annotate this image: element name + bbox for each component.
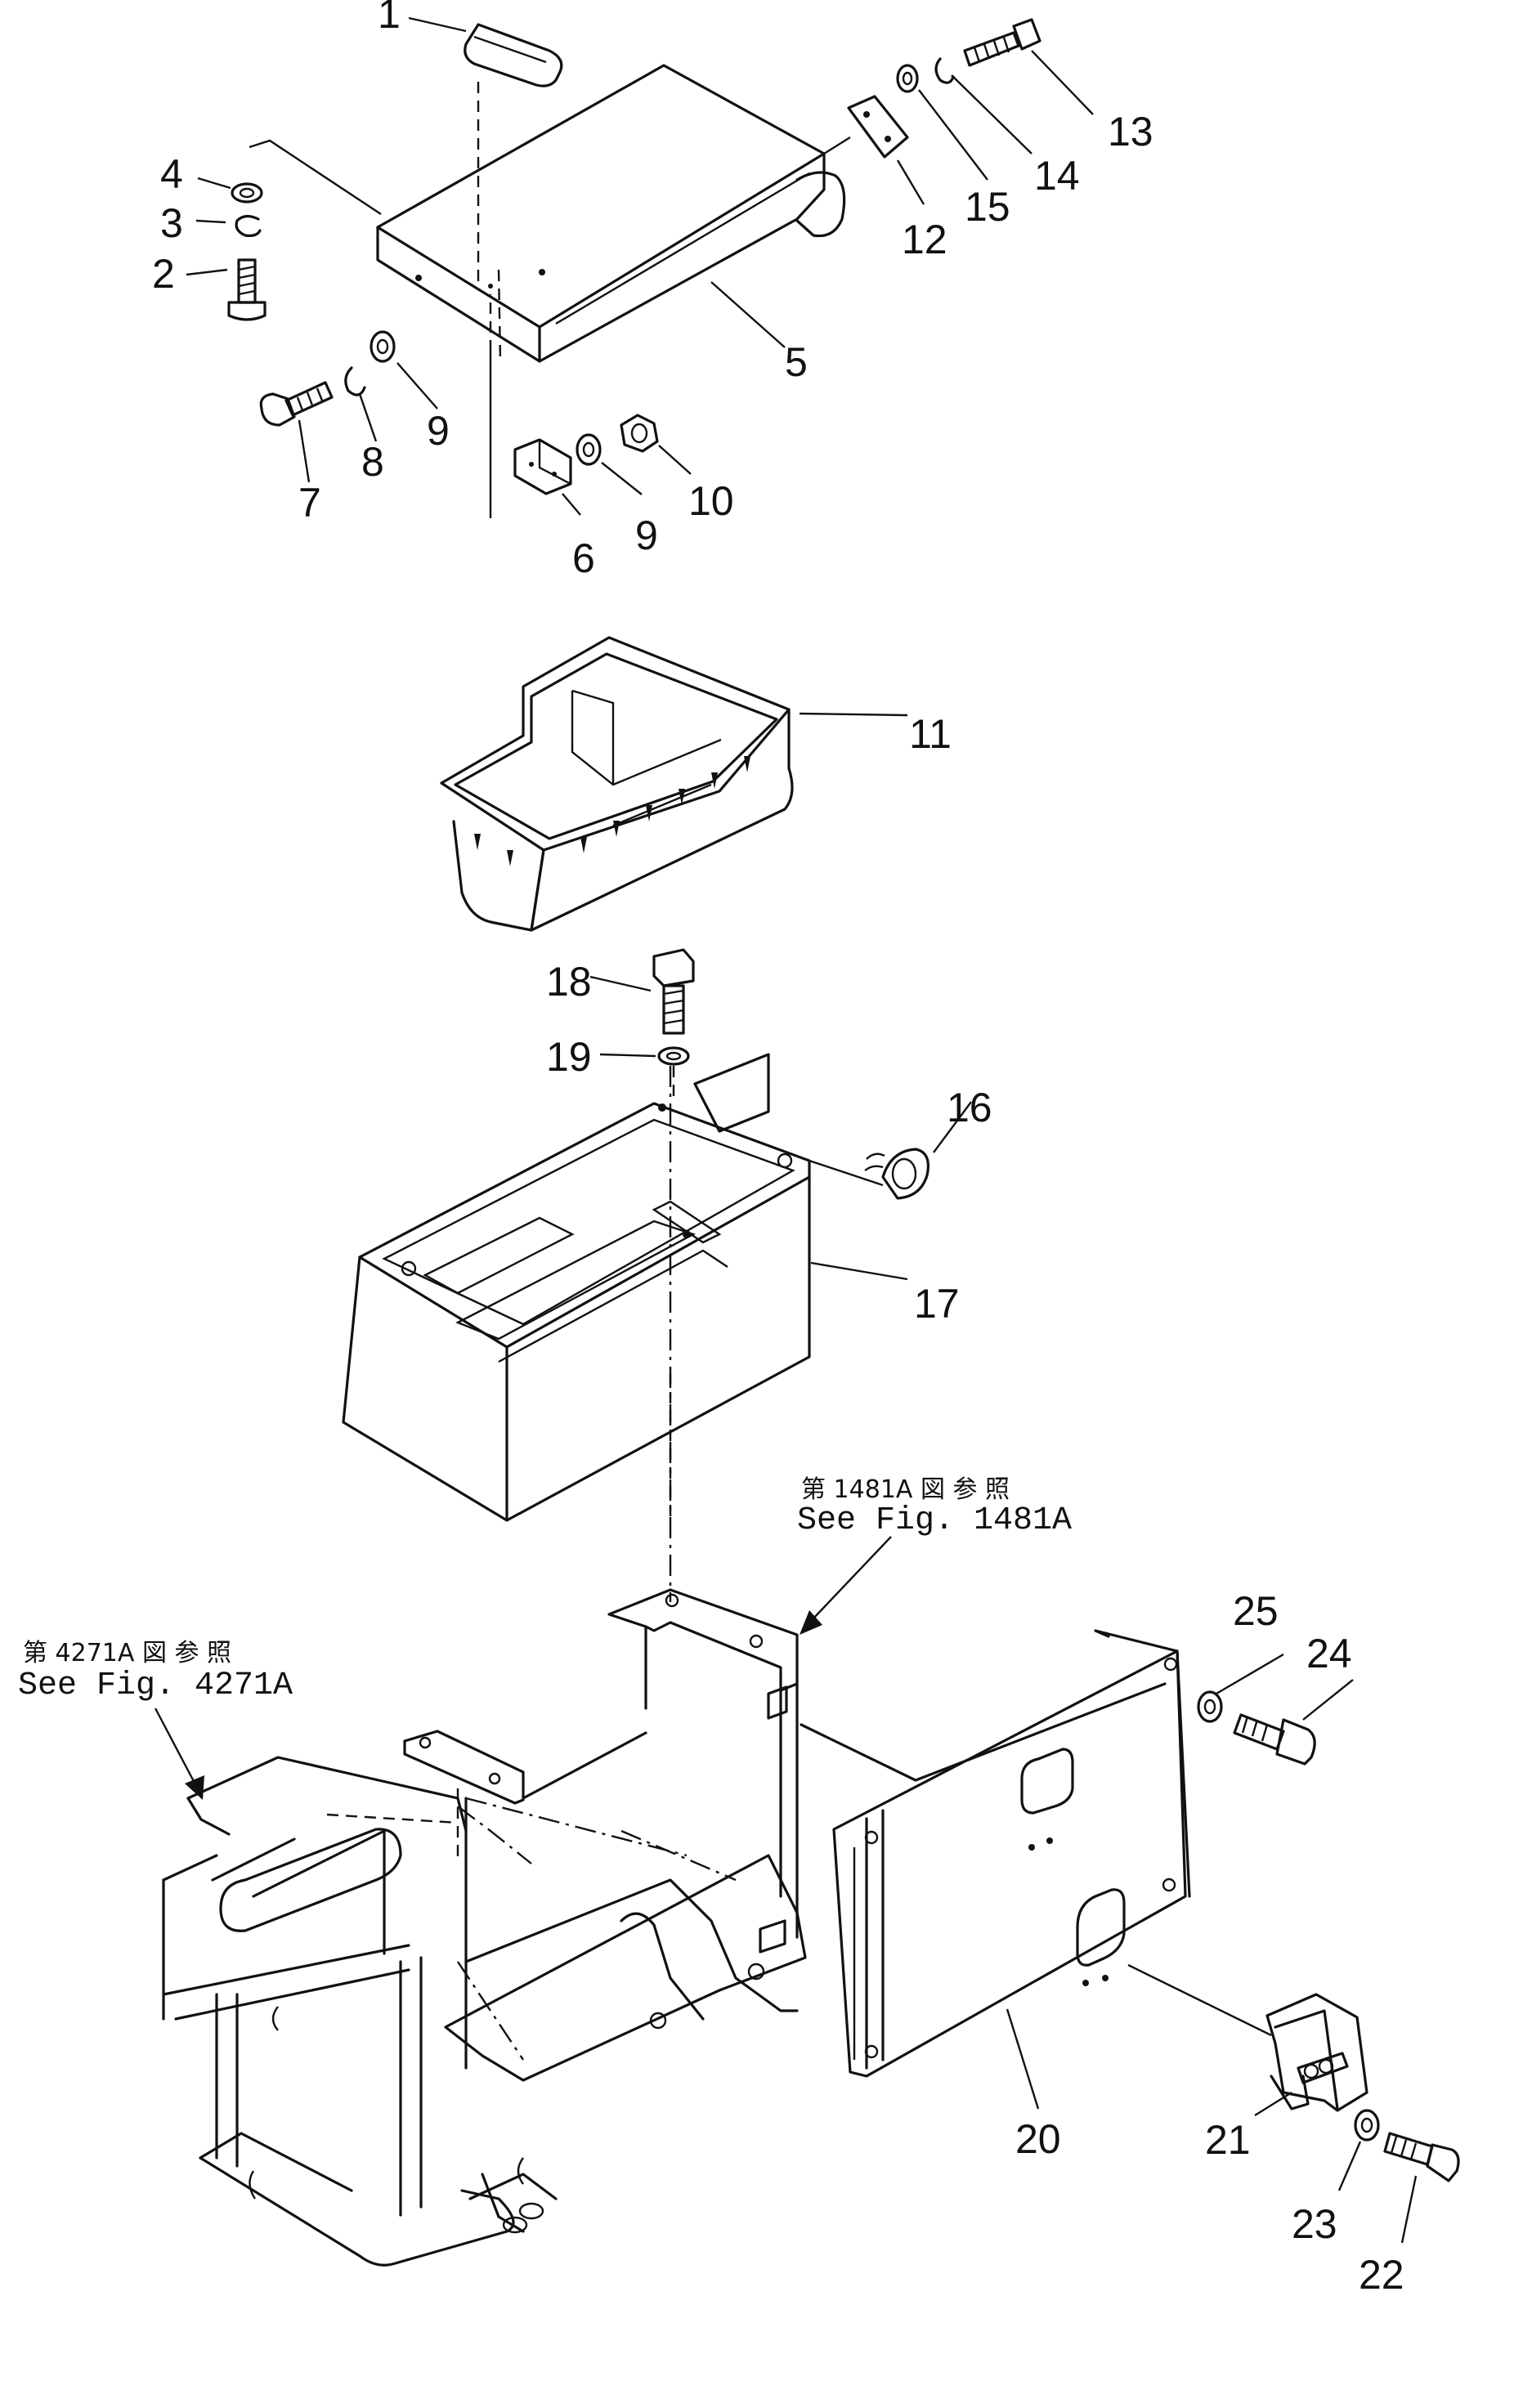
callout-18: 18 xyxy=(546,959,592,1005)
part-11-tray xyxy=(440,636,794,932)
callout-5: 5 xyxy=(785,339,808,385)
callout-22: 22 xyxy=(1359,2252,1404,2298)
callout-4: 4 xyxy=(160,151,183,197)
callout-15: 15 xyxy=(965,184,1010,230)
part-12-hinge-plate xyxy=(823,95,909,159)
callout-20: 20 xyxy=(1015,2116,1061,2162)
callout-13: 13 xyxy=(1108,109,1153,154)
callout-9b: 9 xyxy=(635,512,658,558)
part-4-washer xyxy=(231,182,263,204)
frame-structure xyxy=(162,1588,1167,2267)
part-9-washer-upper xyxy=(370,330,396,363)
callout-23: 23 xyxy=(1292,2201,1337,2247)
part-2-bolt xyxy=(227,258,267,321)
callout-11: 11 xyxy=(909,711,952,757)
callout-2: 2 xyxy=(152,251,175,297)
reference-fig-1481a: 第 1481A 図 参 照 See Fig. 1481A xyxy=(797,1475,1072,1539)
reference-4271a-jp: 第 4271A 図 参 照 xyxy=(23,1639,231,1667)
part-14-spring-washer xyxy=(934,57,955,84)
callout-8: 8 xyxy=(361,439,384,485)
part-15-washer xyxy=(896,64,919,93)
callout-14: 14 xyxy=(1034,153,1080,199)
part-7-bolt xyxy=(259,381,334,427)
part-9-washer-lower xyxy=(576,433,602,466)
part-20-cover-plate xyxy=(832,1629,1191,2078)
part-22-bolt xyxy=(1383,2132,1460,2182)
callout-19: 19 xyxy=(546,1034,592,1080)
callout-1: 1 xyxy=(378,0,401,37)
part-10-nut xyxy=(620,414,659,453)
upper-assembly-center-lines xyxy=(249,82,502,518)
callout-3: 3 xyxy=(160,200,183,246)
part-16-grommet xyxy=(864,1148,929,1200)
reference-fig-4271a: 第 4271A 図 参 照 See Fig. 4271A xyxy=(18,1639,293,1704)
reference-1481a-en: See Fig. 1481A xyxy=(797,1502,1072,1539)
callout-10: 10 xyxy=(688,478,734,524)
part-23-washer xyxy=(1354,2109,1380,2142)
part-17-battery-case xyxy=(342,1053,811,1522)
callout-16: 16 xyxy=(947,1085,992,1130)
part-1-grip xyxy=(464,23,563,87)
part-19-washer xyxy=(657,1046,690,1066)
callout-labels: 1 2 3 4 5 6 7 8 9 9 10 11 12 13 14 15 16… xyxy=(152,0,1404,2298)
reference-4271a-en: See Fig. 4271A xyxy=(18,1667,293,1704)
callout-9a: 9 xyxy=(427,408,450,454)
callout-6: 6 xyxy=(572,535,595,581)
callout-24: 24 xyxy=(1306,1631,1352,1676)
part-25-washer xyxy=(1197,1690,1223,1723)
part-5-cover xyxy=(376,64,846,363)
part-13-bolt xyxy=(963,18,1041,67)
part-24-bolt xyxy=(1233,1713,1316,1766)
part-3-snap-ring xyxy=(235,214,262,237)
reference-1481a-jp: 第 1481A 図 参 照 xyxy=(801,1475,1010,1504)
callout-21: 21 xyxy=(1205,2117,1251,2163)
callout-17: 17 xyxy=(914,1281,960,1327)
callout-7: 7 xyxy=(298,480,321,526)
leader-lines xyxy=(154,16,1418,2244)
callout-25: 25 xyxy=(1233,1588,1279,1634)
part-6-bracket xyxy=(513,438,572,495)
part-8-spring-washer xyxy=(344,366,366,396)
callout-12: 12 xyxy=(902,217,947,262)
part-21-latch xyxy=(1265,1993,1368,2112)
part-18-bolt xyxy=(652,948,695,1035)
